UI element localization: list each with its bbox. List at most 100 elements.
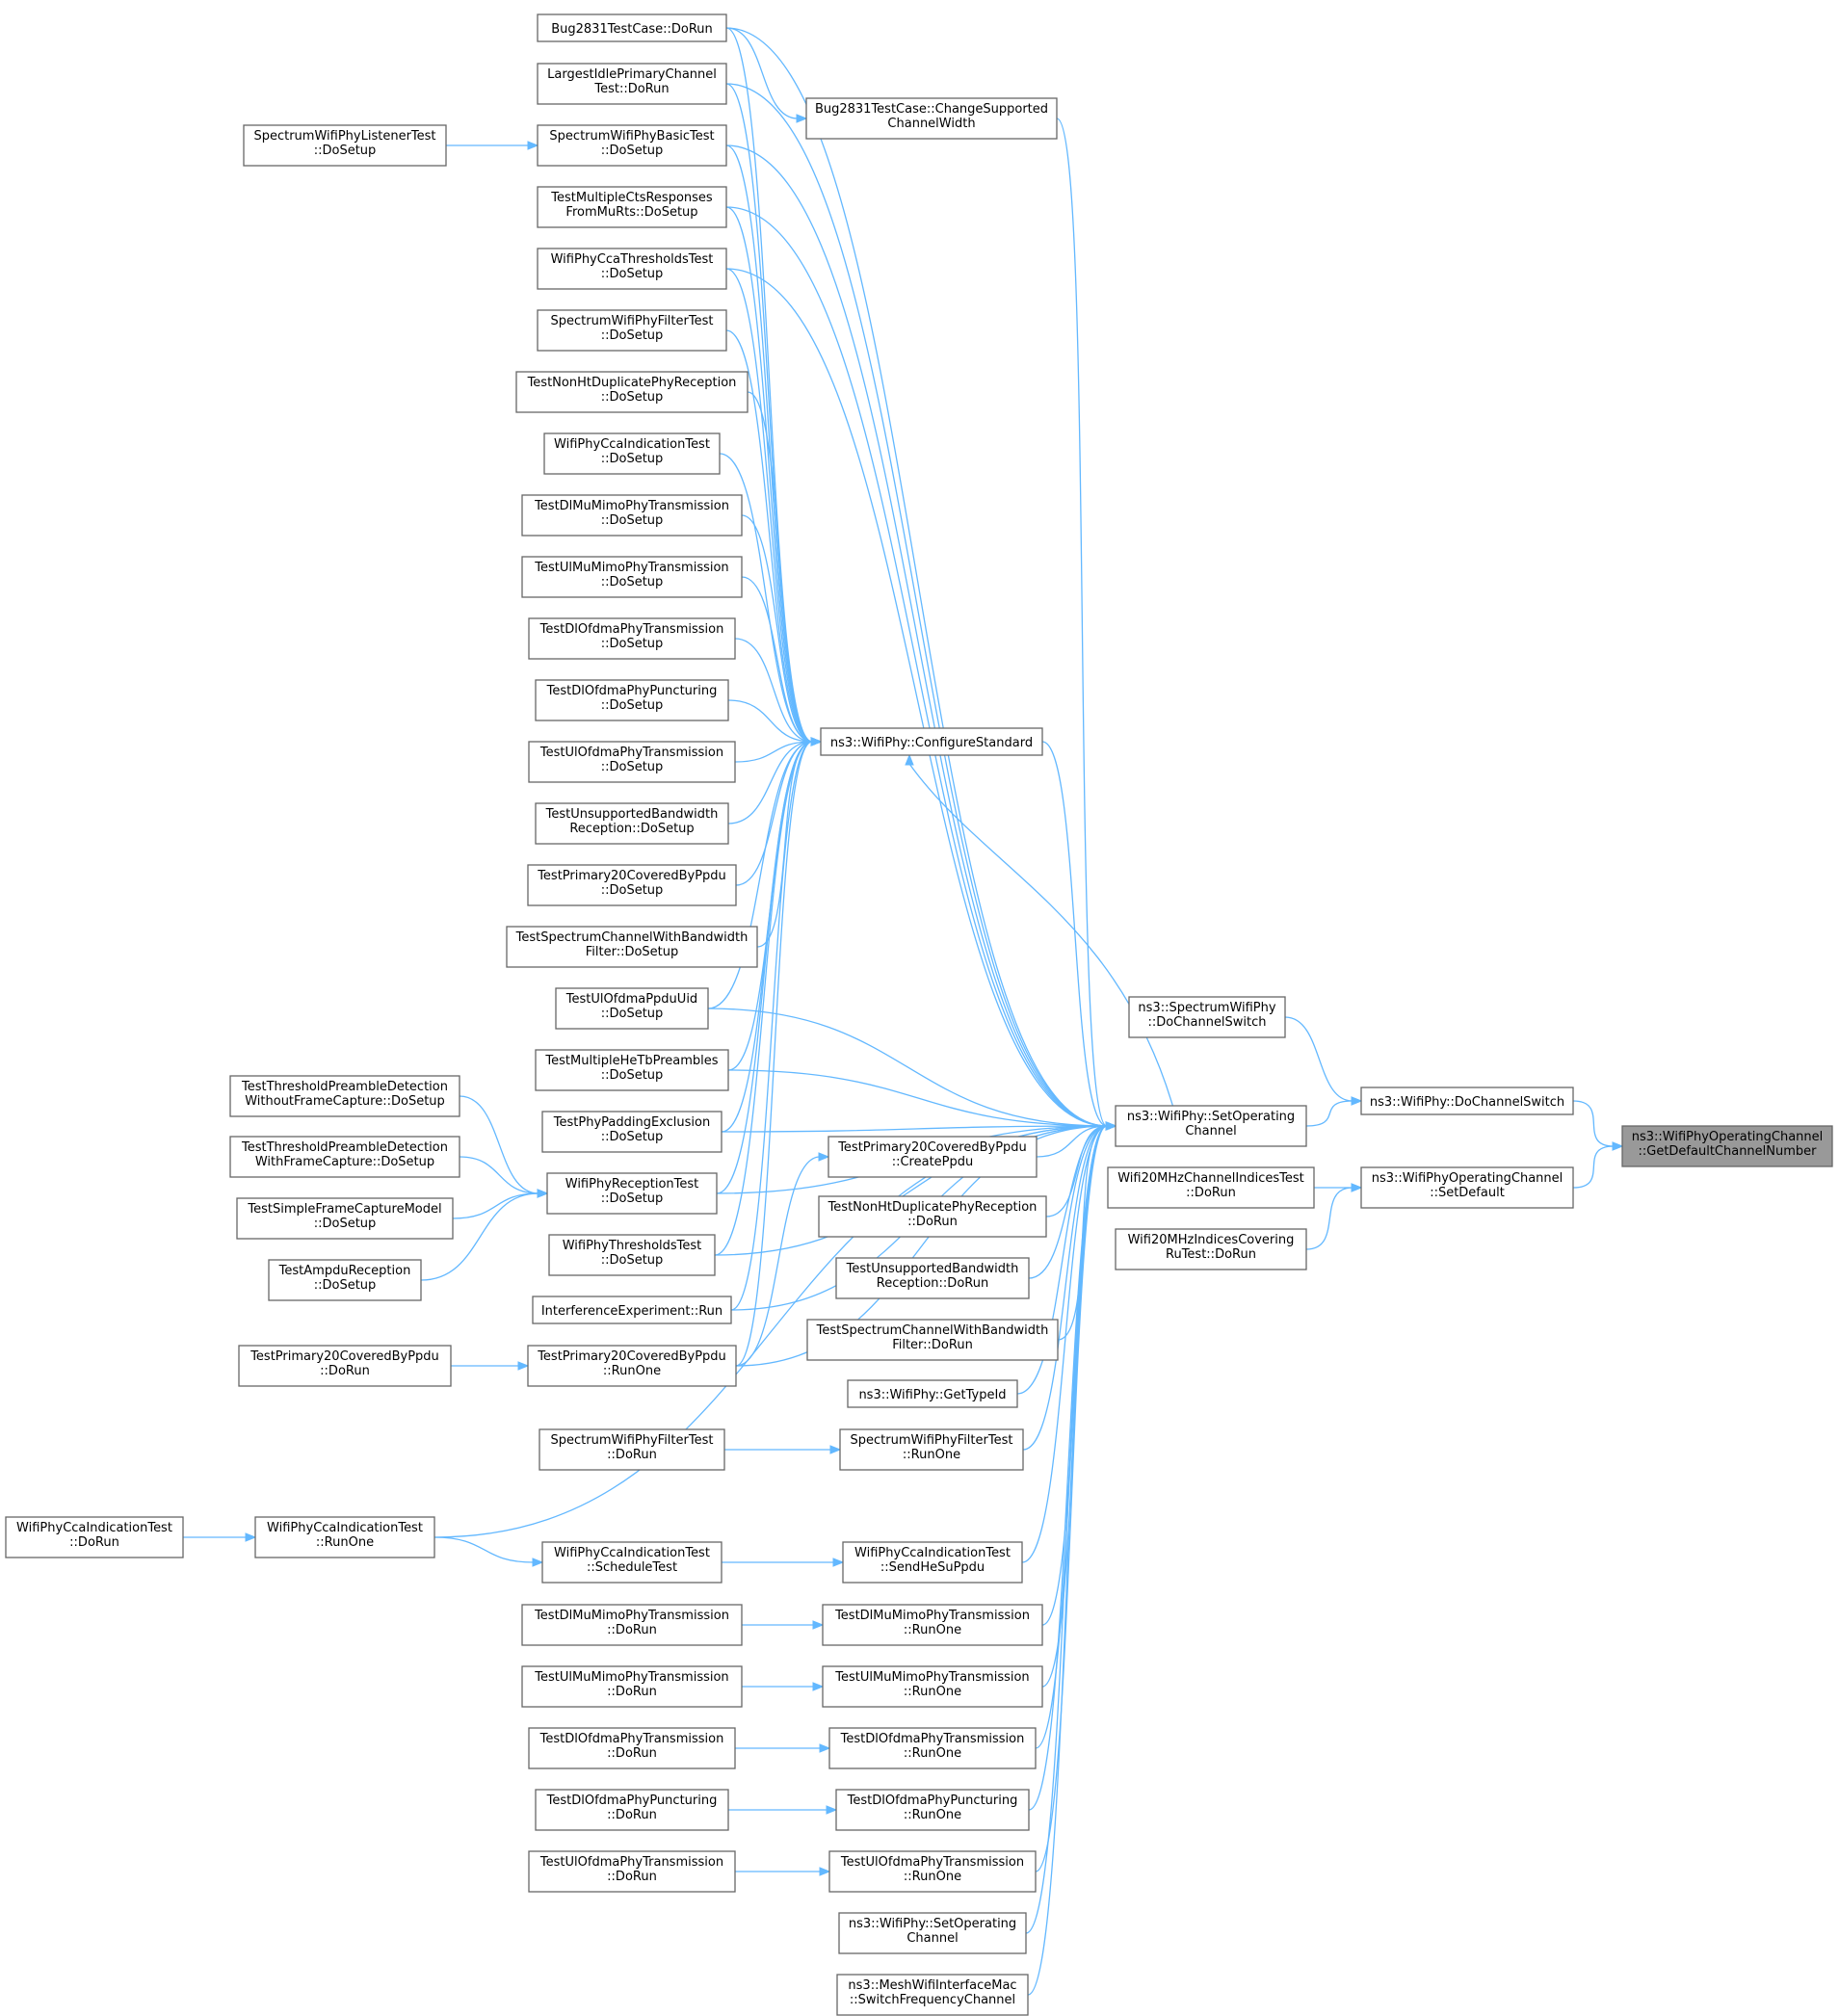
node-dlMuDoRun[interactable]: TestDlMuMimoPhyTransmission::DoRun — [521, 1604, 743, 1646]
node-box — [822, 1604, 1043, 1646]
node-dlPuncSetup[interactable]: TestDlOfdmaPhyPuncturing::DoSetup — [535, 679, 729, 721]
edge-p20RunOne-to-configureStandard — [735, 741, 813, 1367]
node-specChanSetup[interactable]: TestSpectrumChannelWithBandwidthFilter::… — [506, 926, 758, 968]
node-label-line: ::DoSetup — [314, 1217, 377, 1231]
edge-ampdu-to-recvSetup — [420, 1192, 539, 1281]
node-target[interactable]: ns3::WifiPhyOperatingChannel::GetDefault… — [1621, 1125, 1833, 1167]
node-box — [842, 1541, 1023, 1584]
node-dlPuncRunOne[interactable]: TestDlOfdmaPhyPuncturing::RunOne — [835, 1789, 1030, 1831]
node-label-line: ::DoSetup — [314, 144, 377, 158]
node-doChannelSwitch[interactable]: ns3::WifiPhy::DoChannelSwitch — [1360, 1087, 1574, 1115]
node-dlMuRunOne[interactable]: TestDlMuMimoPhyTransmission::RunOne — [822, 1604, 1043, 1646]
node-filterRunOne[interactable]: SpectrumWifiPhyFilterTest::RunOne — [839, 1428, 1024, 1471]
node-multiHeTb[interactable]: TestMultipleHeTbPreambles::DoSetup — [535, 1049, 729, 1091]
node-getTypeId[interactable]: ns3::WifiPhy::GetTypeId — [847, 1379, 1018, 1408]
node-label-line: TestUlOfdmaPhyTransmission — [539, 1855, 723, 1870]
node-box — [839, 1428, 1024, 1471]
node-setDefault[interactable]: ns3::WifiPhyOperatingChannel::SetDefault — [1360, 1166, 1574, 1209]
node-nonHtDoRun[interactable]: TestNonHtDuplicatePhyReception::DoRun — [818, 1195, 1047, 1238]
edge-setOperatingChannel-to-doChannelSwitch — [1305, 1100, 1353, 1127]
node-p20CreatePpdu[interactable]: TestPrimary20CoveredByPpdu::CreatePpdu — [828, 1136, 1038, 1178]
node-label-line: TestDlOfdmaPhyTransmission — [840, 1732, 1025, 1746]
node-label-line: TestMultipleCtsResponses — [550, 191, 713, 205]
node-box — [535, 1049, 729, 1091]
edge-dlMuSetup-to-configureStandard — [741, 514, 813, 743]
node-p20RunOne[interactable]: TestPrimary20CoveredByPpdu::RunOne — [527, 1345, 737, 1387]
node-padding[interactable]: TestPhyPaddingExclusion::DoSetup — [541, 1111, 722, 1153]
edge-getTypeId-to-setOperatingChannel — [1016, 1125, 1108, 1395]
node-label-line: ::DoRun — [320, 1364, 370, 1378]
node-box — [243, 124, 447, 167]
edge-ccaRunOne-to-ccaSchedule — [433, 1536, 535, 1563]
node-dlOfdmaSetup[interactable]: TestDlOfdmaPhyTransmission::DoSetup — [528, 617, 736, 660]
node-bugDoRun[interactable]: Bug2831TestCase::DoRun — [537, 13, 727, 42]
node-label-line: ::DoSetup — [601, 1130, 664, 1144]
node-ulOfdmaDoRun[interactable]: TestUlOfdmaPhyTransmission::DoRun — [528, 1850, 736, 1893]
node-meshSwitch[interactable]: ns3::MeshWifiInterfaceMac::SwitchFrequen… — [836, 1974, 1029, 2016]
node-ulOfdmaRunOne[interactable]: TestUlOfdmaPhyTransmission::RunOne — [828, 1850, 1037, 1893]
node-ccaIndSetup[interactable]: WifiPhyCcaIndicationTest::DoSetup — [543, 432, 721, 475]
node-box — [1107, 1166, 1315, 1209]
node-box — [847, 1379, 1018, 1408]
node-listenerSetup[interactable]: SpectrumWifiPhyListenerTest::DoSetup — [243, 124, 447, 167]
node-p20Setup[interactable]: TestPrimary20CoveredByPpdu::DoSetup — [527, 864, 737, 906]
node-multiCts[interactable]: TestMultipleCtsResponsesFromMuRts::DoSet… — [537, 186, 727, 228]
node-dlOfdmaDoRun[interactable]: TestDlOfdmaPhyTransmission::DoRun — [528, 1727, 736, 1769]
node-basicSetup[interactable]: SpectrumWifiPhyBasicTest::DoSetup — [537, 124, 727, 167]
node-simpleCapture[interactable]: TestSimpleFrameCaptureModel::DoSetup — [236, 1197, 454, 1240]
arrowhead — [517, 1361, 530, 1371]
node-withCapture[interactable]: TestThresholdPreambleDetectionWithFrameC… — [229, 1136, 460, 1178]
node-box — [828, 1136, 1038, 1178]
node-filterDoRun[interactable]: SpectrumWifiPhyFilterTest::DoRun — [539, 1428, 725, 1471]
node-label-line: ::DoSetup — [601, 144, 664, 158]
node-configureStandard[interactable]: ns3::WifiPhy::ConfigureStandard — [820, 727, 1043, 756]
node-p20DoRun[interactable]: TestPrimary20CoveredByPpdu::DoRun — [238, 1345, 452, 1387]
node-box — [836, 1974, 1029, 2016]
node-label-line: ns3::SpectrumWifiPhy — [1138, 1001, 1275, 1015]
node-bugChange[interactable]: Bug2831TestCase::ChangeSupportedChannelW… — [805, 97, 1058, 140]
node-dlOfdmaRunOne[interactable]: TestDlOfdmaPhyTransmission::RunOne — [828, 1727, 1037, 1769]
node-dlMuSetup[interactable]: TestDlMuMimoPhyTransmission::DoSetup — [521, 494, 743, 537]
node-box — [838, 1912, 1027, 1954]
node-interference[interactable]: InterferenceExperiment::Run — [532, 1296, 732, 1324]
node-specChanDoRun[interactable]: TestSpectrumChannelWithBandwidthFilter::… — [806, 1319, 1059, 1361]
node-label-line: ::RunOne — [904, 1623, 961, 1637]
node-ccaSchedule[interactable]: WifiPhyCcaIndicationTest::ScheduleTest — [541, 1541, 722, 1584]
edge-configureStandard-to-setOperatingChannel — [1041, 741, 1108, 1127]
node-box — [238, 1345, 452, 1387]
node-ccaThresh[interactable]: WifiPhyCcaThresholdsTest::DoSetup — [537, 248, 727, 290]
node-dlPuncDoRun[interactable]: TestDlOfdmaPhyPuncturing::DoRun — [535, 1789, 729, 1831]
node-box — [521, 556, 743, 598]
node-ulMuSetup[interactable]: TestUlMuMimoPhyTransmission::DoSetup — [521, 556, 743, 598]
node-ccaDoRun[interactable]: WifiPhyCcaIndicationTest::DoRun — [5, 1516, 184, 1558]
edge-recvSetup-to-configureStandard — [716, 741, 813, 1194]
node-ulOfdmaSetup[interactable]: TestUlOfdmaPhyTransmission::DoSetup — [528, 741, 736, 783]
node-box — [521, 1604, 743, 1646]
node-spectrumDoChannelSwitch[interactable]: ns3::SpectrumWifiPhy::DoChannelSwitch — [1128, 996, 1286, 1038]
node-ulPpduUid[interactable]: TestUlOfdmaPpduUid::DoSetup — [555, 987, 709, 1030]
node-recvSetup[interactable]: WifiPhyReceptionTest::DoSetup — [546, 1172, 718, 1215]
node-box — [543, 432, 721, 475]
node-ccaRunOne[interactable]: WifiPhyCcaIndicationTest::RunOne — [254, 1516, 435, 1558]
node-box — [835, 1257, 1030, 1299]
node-ulMuDoRun[interactable]: TestUlMuMimoPhyTransmission::DoRun — [521, 1665, 743, 1708]
edge-meshSwitch-to-setOperatingChannel — [1027, 1125, 1108, 1996]
node-ulMuRunOne[interactable]: TestUlMuMimoPhyTransmission::RunOne — [822, 1665, 1043, 1708]
node-threshSetup[interactable]: WifiPhyThresholdsTest::DoSetup — [548, 1234, 716, 1276]
node-nonHtSetup[interactable]: TestNonHtDuplicatePhyReception::DoSetup — [515, 371, 749, 413]
node-ccaSendHeSu[interactable]: WifiPhyCcaIndicationTest::SendHeSuPpdu — [842, 1541, 1023, 1584]
node-label-line: WithFrameCapture::DoSetup — [255, 1155, 434, 1169]
node-unsupSetup[interactable]: TestUnsupportedBandwidthReception::DoSet… — [535, 802, 729, 845]
edge-dlPuncSetup-to-configureStandard — [727, 699, 813, 743]
node-withoutCapture[interactable]: TestThresholdPreambleDetectionWithoutFra… — [229, 1075, 460, 1117]
node-box — [805, 97, 1058, 140]
node-ampdu[interactable]: TestAmpduReception::DoSetup — [268, 1259, 422, 1301]
node-filterSetup[interactable]: SpectrumWifiPhyFilterTest::DoSetup — [537, 309, 727, 352]
node-wifi20Indices[interactable]: Wifi20MHzChannelIndicesTest::DoRun — [1107, 1166, 1315, 1209]
